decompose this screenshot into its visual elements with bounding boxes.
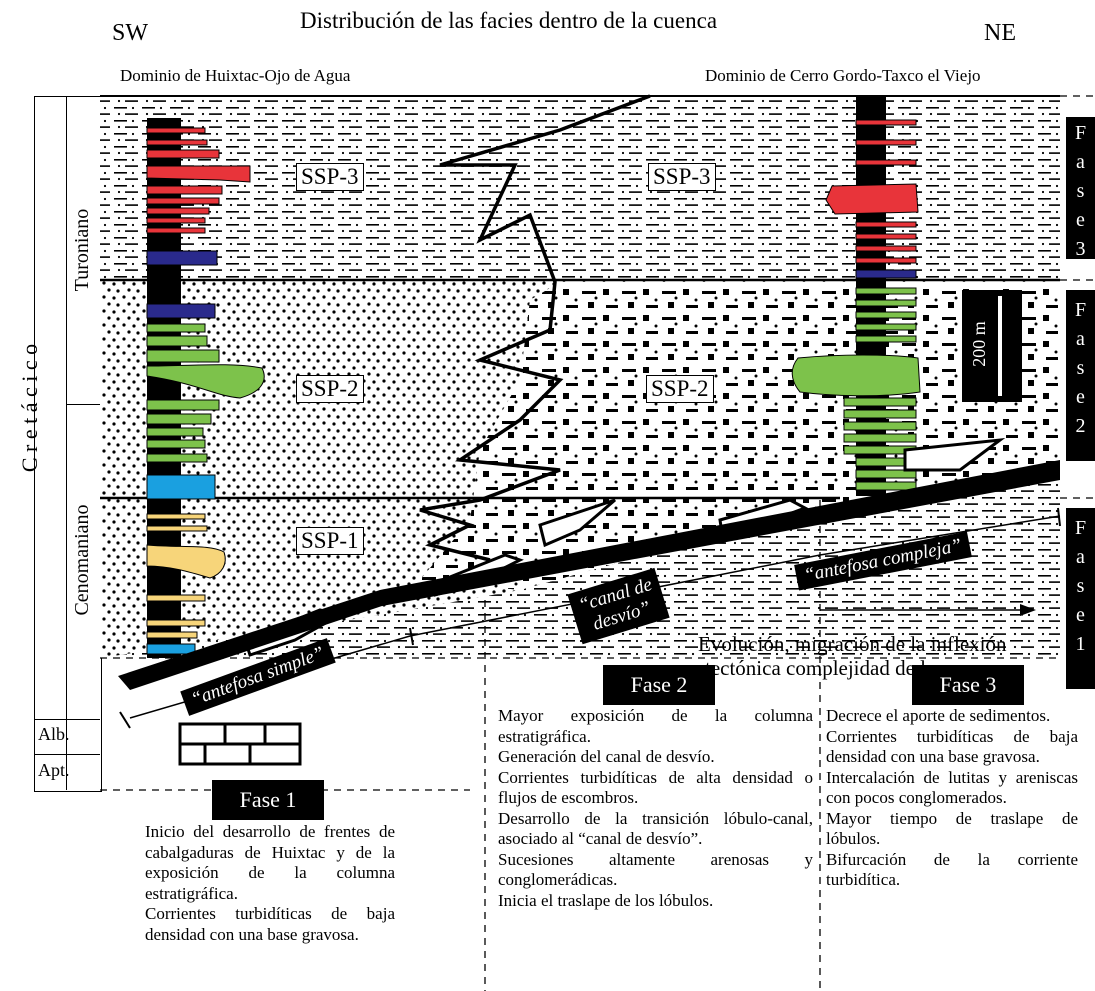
- basal-thrust: [118, 460, 1060, 690]
- phase-1-line: Corrientes turbidíticas de baja densidad…: [145, 904, 395, 944]
- domain-right-label: Dominio de Cerro Gordo-Taxco el Viejo: [705, 66, 981, 85]
- ssp2-ne-label: SSP-2: [646, 375, 714, 403]
- phase-2-line: Corrientes turbidíticas de alta densidad…: [498, 767, 813, 808]
- phase-2-description: Mayor exposición de la columna estratigr…: [498, 706, 813, 911]
- ssp3-sw-label: SSP-3: [296, 163, 364, 191]
- basement-brick-symbol: [178, 722, 302, 766]
- phase-2-line: Inicia el traslape de los lóbulos.: [498, 890, 714, 910]
- ne-column-red-beds: [825, 119, 919, 279]
- phase-2-heading: Fase 2: [603, 665, 715, 705]
- scale-bar: [998, 296, 1002, 396]
- direction-sw: SW: [112, 20, 148, 46]
- sw-column-green-beds: [146, 303, 265, 500]
- cretaceous-column: [34, 96, 102, 792]
- phase-2-line: Mayor exposición de la columna estratigr…: [498, 706, 813, 746]
- phase-3-description: Decrece el aporte de sedimentos. Corrien…: [826, 706, 1078, 891]
- phase-3-line: Bifurcación de la corriente turbidítica.: [826, 849, 1078, 890]
- phase-3-line: Decrece el aporte de sedimentos.: [826, 706, 1051, 725]
- phase-2-line: Desarrollo de la transición lóbulo-canal…: [498, 808, 813, 849]
- sw-column-yellow-beds: [146, 513, 226, 655]
- domain-left-label: Dominio de Huixtac-Ojo de Agua: [120, 66, 351, 85]
- phase-3-line: Intercalación de lutitas y areniscas con…: [826, 767, 1078, 808]
- stage-boundary: [34, 719, 100, 720]
- ssp2-sw-label: SSP-2: [296, 375, 364, 403]
- phase-2-line: Sucesiones altamente arenosas y conglome…: [498, 849, 813, 890]
- stage-boundary: [66, 404, 100, 405]
- facies-boundary-zigzag: [419, 94, 651, 562]
- scale-label: 200 m: [969, 321, 989, 367]
- sw-column-red-beds: [146, 127, 251, 266]
- direction-ne: NE: [984, 20, 1016, 46]
- stage-aptiano: Apt.: [38, 760, 70, 780]
- column-divider: [66, 96, 67, 790]
- ne-column-green-beds: [791, 287, 921, 491]
- scale-box: [962, 290, 1022, 402]
- evolution-line1: Evolución, migración de la inflexión: [698, 632, 1007, 656]
- phase-2-line: Generación del canal de desvío.: [498, 747, 715, 766]
- stage-albiano: Alb.: [38, 724, 70, 744]
- ssp3-ne-label: SSP-3: [648, 163, 716, 191]
- phase-3-heading: Fase 3: [912, 665, 1024, 705]
- phase-3-line: Corrientes turbidíticas de baja densidad…: [826, 726, 1078, 767]
- phase-1-heading: Fase 1: [212, 780, 324, 820]
- phase-1-line: Inicio del desarrollo de frentes de caba…: [145, 822, 395, 903]
- figure-title: Distribución de las facies dentro de la …: [300, 8, 718, 33]
- phase-1-description: Inicio del desarrollo de frentes de caba…: [145, 822, 395, 945]
- ssp1-label: SSP-1: [296, 527, 364, 555]
- stage-boundary: [34, 754, 100, 755]
- phase-3-line: Mayor tiempo de traslape de lóbulos.: [826, 808, 1078, 849]
